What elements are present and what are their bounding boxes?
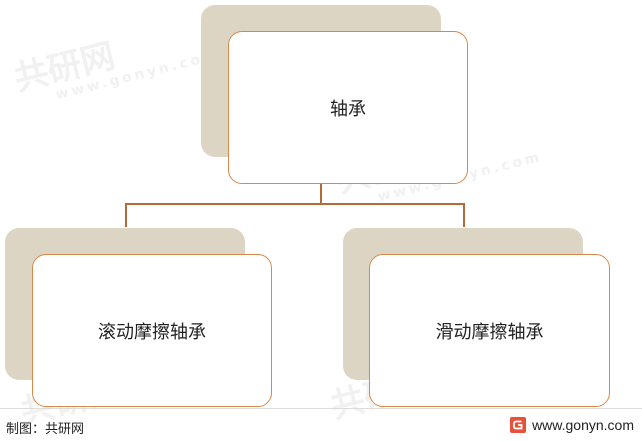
connector-right-drop [463, 203, 465, 227]
footer-site-text[interactable]: www.gonyn.com [532, 417, 634, 433]
rolling-bearing-label: 滚动摩擦轴承 [98, 321, 206, 343]
watermark: 共研网 www.gonyn.com [10, 14, 221, 112]
root-node-label: 轴承 [330, 98, 366, 120]
sliding-bearing-label: 滑动摩擦轴承 [435, 321, 544, 343]
connector-left-drop [125, 203, 127, 227]
footer-credit: 制图：共研网 [6, 422, 85, 437]
connector-horizontal [125, 203, 464, 205]
connector-root-stem [320, 183, 322, 204]
footer-site[interactable]: www.gonyn.com [510, 417, 634, 433]
gonyn-logo-icon [510, 417, 527, 433]
sliding-bearing-node: 滑动摩擦轴承 [369, 254, 610, 407]
rolling-bearing-node: 滚动摩擦轴承 [32, 254, 272, 407]
footer-divider [0, 408, 642, 409]
root-node: 轴承 [228, 31, 468, 184]
